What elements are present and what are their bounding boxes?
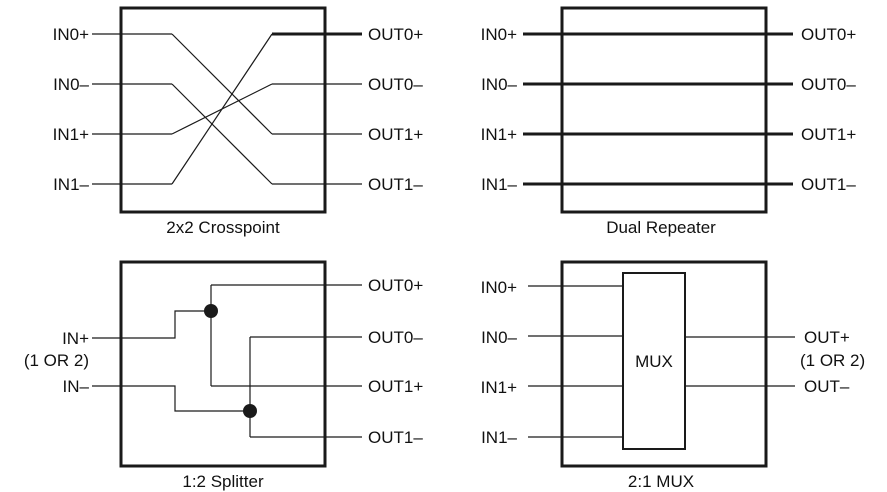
repeater-input-label: IN0+ <box>481 25 517 44</box>
crosspoint-input-label: IN1+ <box>53 125 89 144</box>
repeater-input-label: IN0– <box>481 75 517 94</box>
crosspoint-output-label: OUT0– <box>368 75 423 94</box>
mux-caption: 2:1 MUX <box>628 472 694 491</box>
repeater-caption: Dual Repeater <box>606 218 716 237</box>
splitter-inp-path <box>92 310 211 339</box>
crosspoint-cross-in1n-out0p <box>171 33 273 185</box>
splitter-input-label: IN– <box>63 377 90 396</box>
splitter-input-label: IN+ <box>62 329 89 348</box>
mux-output-note: (1 OR 2) <box>800 351 865 370</box>
repeater-output-label: OUT1+ <box>801 125 856 144</box>
mux-input-label: IN1+ <box>481 378 517 397</box>
splitter-block: IN+ (1 OR 2) IN– OUT0+ OUT0– OUT1+ OUT1–… <box>24 260 423 491</box>
crosspoint-output-label: OUT0+ <box>368 25 423 44</box>
mux-input-label: IN1– <box>481 428 517 447</box>
repeater-input-label: IN1– <box>481 175 517 194</box>
repeater-output-label: OUT0– <box>801 75 856 94</box>
repeater-box <box>560 6 768 214</box>
crosspoint-cross-in0n-out1n <box>171 83 273 185</box>
crosspoint-output-label: OUT1– <box>368 175 423 194</box>
splitter-output-label: OUT0+ <box>368 276 423 295</box>
repeater-output-label: OUT0+ <box>801 25 856 44</box>
crosspoint-output-label: OUT1+ <box>368 125 423 144</box>
splitter-inn-path <box>92 385 250 412</box>
mux-block-label: MUX <box>635 352 673 371</box>
splitter-output-label: OUT1– <box>368 428 423 447</box>
crosspoint-block: IN0+ IN0– IN1+ IN1– OUT0+ OUT0– OUT1+ OU… <box>53 6 423 237</box>
splitter-output-label: OUT1+ <box>368 377 423 396</box>
mux-box <box>560 260 768 468</box>
splitter-output-label: OUT0– <box>368 328 423 347</box>
mux-input-label: IN0– <box>481 328 517 347</box>
splitter-junction-dot <box>204 304 218 318</box>
mux-element <box>622 272 686 450</box>
splitter-caption: 1:2 Splitter <box>182 472 264 491</box>
mux-output-label: OUT+ <box>804 328 850 347</box>
splitter-box <box>119 260 327 468</box>
crosspoint-cross-in0p-out1p <box>171 33 273 135</box>
crosspoint-input-label: IN0– <box>53 75 89 94</box>
crosspoint-input-label: IN0+ <box>53 25 89 44</box>
crosspoint-input-label: IN1– <box>53 175 89 194</box>
repeater-block: IN0+ IN0– IN1+ IN1– OUT0+ OUT0– OUT1+ OU… <box>481 6 856 237</box>
repeater-output-label: OUT1– <box>801 175 856 194</box>
mux-block: MUX IN0+ IN0– IN1+ IN1– OUT+ (1 OR 2) OU… <box>481 260 865 491</box>
crosspoint-caption: 2x2 Crosspoint <box>166 218 280 237</box>
mux-output-label: OUT– <box>804 377 850 396</box>
splitter-junction-dot <box>243 404 257 418</box>
crosspoint-box <box>119 6 327 214</box>
splitter-input-note: (1 OR 2) <box>24 351 89 370</box>
repeater-input-label: IN1+ <box>481 125 517 144</box>
mux-input-label: IN0+ <box>481 278 517 297</box>
